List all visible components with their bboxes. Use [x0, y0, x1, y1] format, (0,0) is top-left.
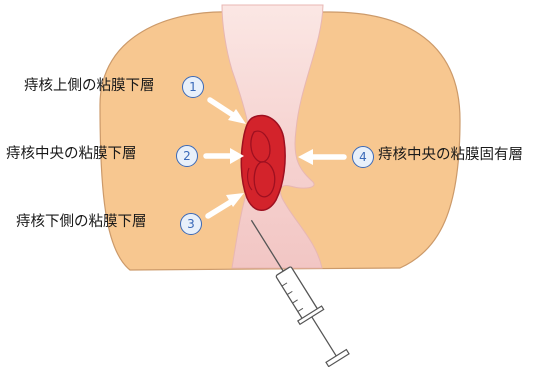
- label-2-number: 2: [176, 145, 198, 167]
- label-3-text: 痔核下側の粘膜下層: [16, 212, 147, 232]
- label-2-text: 痔核中央の粘膜下層: [6, 144, 137, 164]
- label-4-text: 痔核中央の粘膜固有層: [378, 145, 523, 165]
- label-1-number: 1: [182, 76, 204, 98]
- label-1-text: 痔核上側の粘膜下層: [24, 76, 155, 96]
- label-4-number: 4: [352, 146, 374, 168]
- label-3-number: 3: [180, 213, 202, 235]
- hemorrhoid: [241, 115, 285, 210]
